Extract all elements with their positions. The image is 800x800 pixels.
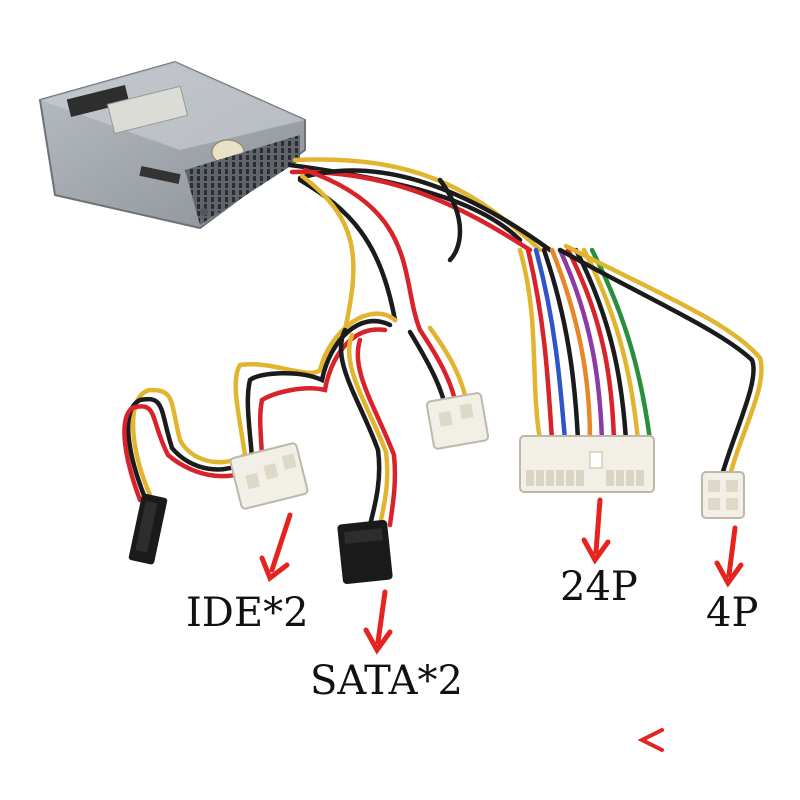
sata-power-connector-left [128, 493, 168, 565]
arrow-24p [581, 497, 611, 565]
arrow-ide [259, 512, 293, 582]
power-supply-unit [38, 60, 306, 230]
atx-24p-label: 24P [560, 564, 638, 610]
arrow-sata [363, 589, 393, 655]
ide-molex-connector-upper [425, 392, 490, 450]
atx-24pin-pin-grid [526, 470, 644, 486]
cpu-4p-label: 4P [706, 590, 759, 636]
sata-power-connector-right [337, 519, 393, 585]
cpu-4pin-connector [701, 471, 745, 519]
sata-label: SATA*2 [310, 658, 463, 704]
arrow-4p [714, 525, 744, 588]
ide-label: IDE*2 [186, 590, 309, 636]
ide-molex-connector-lower [229, 442, 309, 510]
wire-harness [122, 157, 764, 528]
arrow-small-left [637, 728, 664, 752]
